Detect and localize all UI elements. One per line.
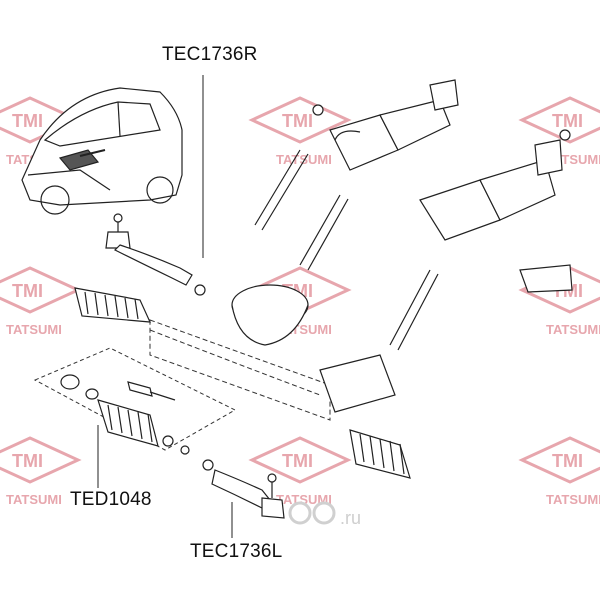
rack-lower	[319, 354, 411, 479]
tmi-logo-text: TMI	[552, 451, 583, 471]
steering-column-upper	[254, 79, 459, 271]
rack-housing	[149, 319, 331, 421]
tmi-logo: TMI TATSUMI	[0, 266, 82, 337]
label-tec1736l: TEC1736L	[190, 541, 283, 562]
tmi-logo-text: TMI	[12, 281, 43, 301]
source-watermark-suffix: .ru	[340, 508, 362, 528]
tatsumi-logo-text: TATSUMI	[6, 492, 62, 507]
tmi-logo: TMI TATSUMI	[518, 436, 600, 507]
tatsumi-logo-text: TATSUMI	[276, 492, 332, 507]
source-watermark-text: drive2.ru	[340, 498, 361, 532]
tatsumi-logo-text: TATSUMI	[546, 492, 600, 507]
right-tie-rod-end	[105, 213, 206, 296]
source-watermark	[288, 501, 336, 525]
tmi-logo: TMI TATSUMI	[0, 436, 82, 507]
tatsumi-logo-text: TATSUMI	[6, 322, 62, 337]
leader-lines	[97, 75, 233, 538]
tmi-logo-text: TMI	[552, 111, 583, 131]
label-tec1736r: TEC1736R	[162, 44, 258, 65]
car-illustration	[21, 87, 183, 215]
tmi-logo-text: TMI	[282, 451, 313, 471]
steering-column-lower	[389, 129, 573, 351]
left-tie-rod-end	[202, 459, 285, 519]
tmi-logo: TMI TATSUMI	[248, 436, 352, 507]
tmi-logo-text: TMI	[12, 111, 43, 131]
boot-kit-parts	[60, 374, 190, 455]
label-ted1048: TED1048	[70, 489, 152, 510]
tatsumi-logo-text: TATSUMI	[546, 322, 600, 337]
tmi-logo-text: TMI	[12, 451, 43, 471]
steering-cover	[231, 284, 309, 346]
tmi-logo-text: TMI	[282, 111, 313, 131]
tatsumi-logo-text: TATSUMI	[276, 152, 332, 167]
tmi-logo: TMI TATSUMI	[248, 96, 352, 167]
rack-boot-upper	[74, 287, 151, 323]
